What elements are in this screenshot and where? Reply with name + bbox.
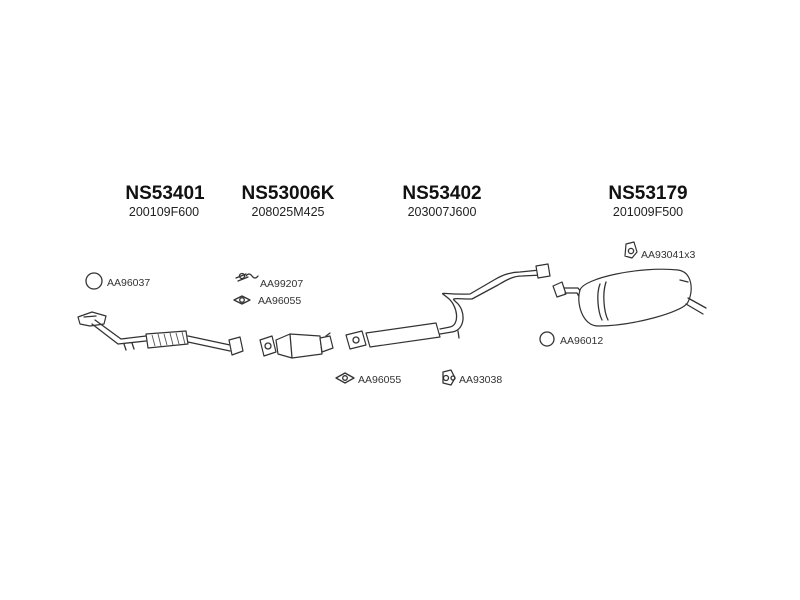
part-number-front-pipe: NS53401: [125, 183, 205, 204]
sealing-ring-rear-icon: [539, 331, 555, 347]
rubber-mount-middle-icon: [442, 369, 456, 386]
fitting-label-ring-rear: AA96012: [560, 335, 603, 347]
oe-number-rear-silencer: 201009F500: [613, 205, 683, 219]
fitting-label-bolt-spring: AA99207: [260, 278, 303, 290]
gasket-bottom-icon: [335, 372, 355, 384]
bolt-spring-icon: [235, 272, 259, 282]
part-number-middle-silencer: NS53402: [402, 183, 481, 204]
part-number-rear-silencer: NS53179: [608, 183, 687, 204]
middle-silencer-drawing: [345, 263, 551, 350]
oe-number-front-pipe: 200109F600: [129, 205, 199, 219]
rubber-mount-rear-icon: [624, 241, 638, 259]
fitting-label-gasket-catalyst-bottom: AA96055: [358, 374, 401, 386]
rear-silencer-drawing: [552, 268, 707, 327]
fitting-label-rubber-mount-middle: AA93038: [459, 374, 502, 386]
gasket-top-icon: [233, 295, 251, 305]
part-number-catalyst: NS53006K: [242, 183, 335, 204]
front-pipe-drawing: [77, 311, 244, 356]
fitting-label-ring-front: AA96037: [107, 277, 150, 289]
sealing-ring-front-icon: [85, 272, 103, 290]
catalyst-drawing: [259, 332, 334, 359]
fitting-label-gasket-catalyst-top: AA96055: [258, 295, 301, 307]
oe-number-catalyst: 208025M425: [252, 205, 325, 219]
oe-number-middle-silencer: 203007J600: [408, 205, 477, 219]
fitting-label-rubber-mount-rear: AA93041x3: [641, 249, 695, 261]
